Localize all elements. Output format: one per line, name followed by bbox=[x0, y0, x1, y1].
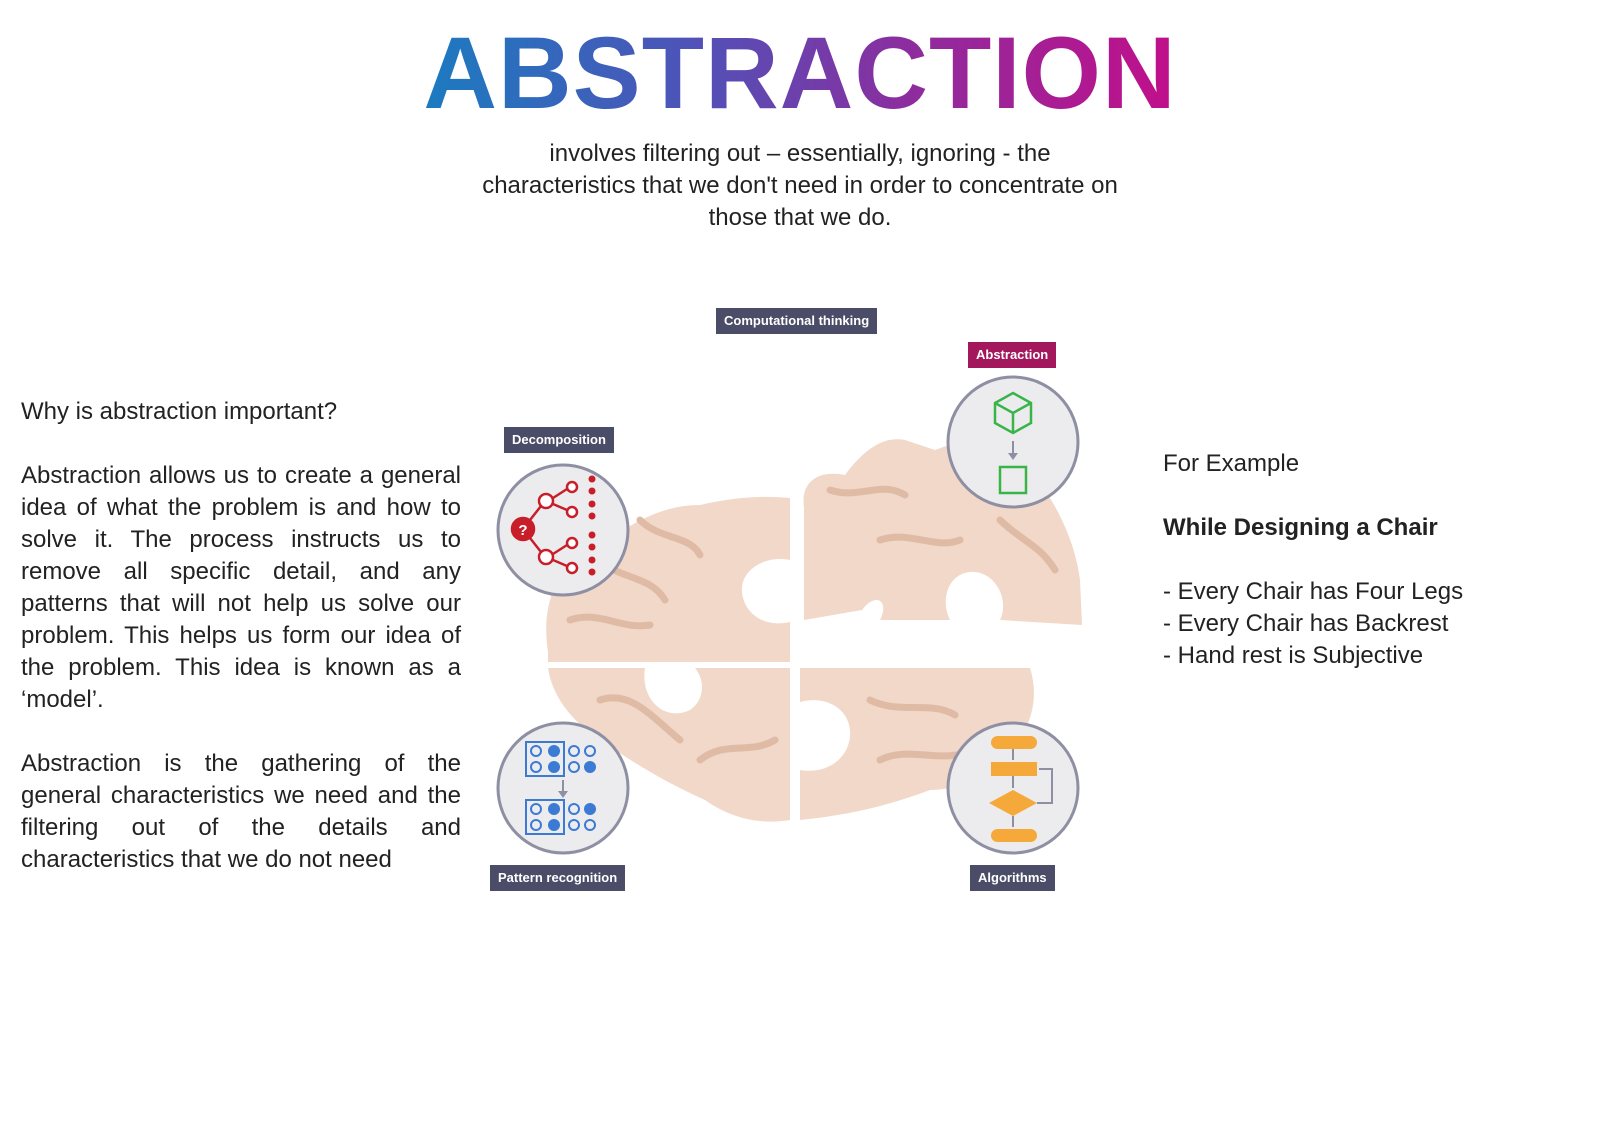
question-mark-icon: ? bbox=[518, 522, 527, 539]
list-item: - Every Chair has Four Legs bbox=[1163, 578, 1464, 605]
cube-to-square-icon bbox=[993, 391, 1033, 495]
brain-shape bbox=[546, 430, 1082, 822]
algorithms-circle bbox=[946, 721, 1080, 855]
brain-fold bbox=[876, 533, 964, 547]
paragraph-model: Abstraction allows us to create a genera… bbox=[21, 462, 461, 713]
tree-branching-icon bbox=[510, 480, 579, 575]
left-column: Why is abstraction important? Abstractio… bbox=[21, 396, 461, 876]
list-item: - Hand rest is Subjective bbox=[1163, 642, 1424, 669]
decomposition-circle: ? bbox=[496, 463, 630, 597]
dot-grid-icon bbox=[525, 741, 596, 835]
abstraction-label: Abstraction bbox=[968, 342, 1057, 368]
abstraction-circle bbox=[946, 375, 1080, 509]
brain-fold bbox=[996, 516, 1059, 574]
example-intro: For Example bbox=[1163, 450, 1300, 477]
decomposition-label: Decomposition bbox=[504, 427, 614, 453]
algorithms-label: Algorithms bbox=[970, 865, 1055, 891]
brain-fold bbox=[696, 736, 779, 764]
list-item: - Every Chair has Backrest bbox=[1163, 610, 1449, 637]
brain-fold bbox=[566, 613, 654, 630]
example-list: - Every Chair has Four Legs - Every Chai… bbox=[1163, 576, 1583, 672]
brain-fold bbox=[826, 485, 909, 499]
right-column: For Example While Designing a Chair - Ev… bbox=[1163, 448, 1583, 672]
puzzle-piece-bottom-right bbox=[800, 668, 1034, 820]
puzzle-piece-bottom-left bbox=[548, 668, 790, 822]
paragraph-definition: Abstraction is the gathering of the gene… bbox=[21, 750, 461, 873]
brain-fold bbox=[596, 694, 684, 744]
brain-fold bbox=[866, 696, 959, 719]
computational-thinking-label: Computational thinking bbox=[716, 308, 878, 334]
question-heading: Why is abstraction important? bbox=[21, 398, 338, 425]
decomposition-leaf-dots bbox=[588, 475, 596, 576]
brain-fold bbox=[636, 516, 704, 559]
page-title: ABSTRACTION bbox=[423, 16, 1177, 130]
flowchart-icon bbox=[989, 736, 1053, 842]
pattern-recognition-label: Pattern recognition bbox=[490, 865, 626, 891]
pattern-recognition-circle bbox=[496, 721, 630, 855]
example-heading: While Designing a Chair bbox=[1163, 514, 1438, 541]
page-subtitle: involves filtering out – essentially, ig… bbox=[482, 140, 1118, 231]
